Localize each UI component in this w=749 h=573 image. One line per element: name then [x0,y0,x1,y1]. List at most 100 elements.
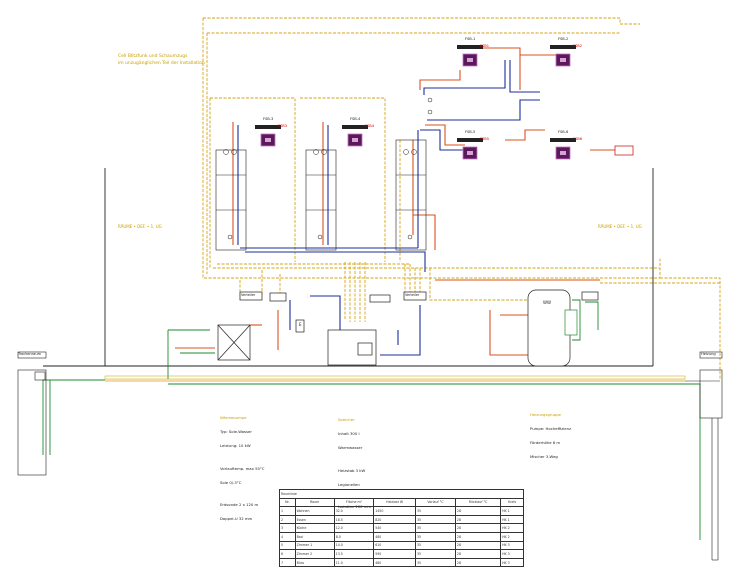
table-cell: 28 [454,557,502,568]
consumer-layer [255,45,576,160]
consumer-indicator [467,151,473,155]
consumer-id: FSB-5 [465,130,476,134]
consumer-id: FSB-4 [350,117,361,121]
table-cell: HK 3 [500,557,524,568]
legend-line: Inhalt 300 l [338,430,360,436]
table-header: Kreis [500,497,524,508]
table-cell: 28 [454,506,502,516]
distributor-box-left [239,291,263,301]
table-cell: 820 [373,514,416,525]
table-cell: 590 [373,549,416,559]
consumer-tag: FSB3 [278,124,288,128]
table-cell: 480 [373,557,416,568]
consumer-unit [457,138,483,160]
table-header-row: Nr. Raum Fläche m² Heizlast W Vorlauf °C… [279,497,524,508]
table-cell: 2 [279,514,296,525]
legend-title: Speicher [338,417,355,423]
room-table: Raumliste Nr. Raum Fläche m² Heizlast W … [279,489,524,568]
table-cell: 35 [414,549,456,559]
legend-line: Sole 0/-3°C [220,479,242,485]
return-pipes [237,60,540,356]
table-cell: 28 [454,523,502,533]
table-cell: HK 1 [500,506,524,516]
table-cell: Essen [294,514,335,525]
legend-line: Typ: Sole-Wasser [220,428,252,434]
table-cell: Bad [294,531,335,542]
table-cell: 12.0 [333,523,375,533]
table-cell: Küche [294,523,335,533]
table-cell: 35 [414,506,456,516]
supply-pipes [175,47,615,356]
building-outline [43,168,720,382]
table-cell: Zimmer 2 [294,549,335,559]
table-cell: 3 [279,523,296,533]
section-right: Heizung [701,352,716,356]
distributor-left-label: Verteiler [241,293,256,297]
consumer-id: FSB-6 [558,130,569,134]
table-cell: Zimmer 1 [294,540,335,551]
table-cell: 1 [279,506,296,516]
legend-line: Vorlauftemp. max 55°C [220,465,265,471]
legend-line: Doppel-U 32 mm [220,516,253,522]
table-cell: 540 [373,523,416,533]
consumer-indicator [560,58,566,62]
section-left: Trockenraum [18,352,42,356]
table-cell: 7 [279,557,296,568]
legend-title: Heizungsgruppe [530,412,561,418]
table-cell: 35 [414,540,456,551]
consumer-unit [457,45,483,67]
table-cell: 480 [373,531,416,542]
table-cell: 35 [414,523,456,533]
table-caption: Raumliste [279,489,524,499]
equipment [217,145,634,367]
consumer-unit [342,125,368,147]
radiator-bar [457,138,483,142]
table-cell: 6 [279,549,296,559]
consumer-indicator [352,138,358,142]
legend-line: Mischer 3-Weg [530,453,558,459]
table-cell: Büro [294,557,335,568]
legend-heat-pump: Wärmepumpe Typ: Sole-Wasser Leistung: 10… [220,407,264,526]
consumer-indicator [467,58,473,62]
table-cell: 13.5 [333,549,375,559]
legend-line: Pumpe: Hocheffizienz [530,425,572,431]
table-cell: HK 3 [500,549,524,559]
zone-label-right: RÄUME • DEF. • 1. UG [598,224,642,229]
table-cell: 5 [279,540,296,551]
table-cell: HK 2 [500,523,524,533]
table-cell: 28 [454,540,502,551]
consumer-unit [550,138,576,160]
table-cell: 18.5 [333,514,375,525]
radiator-bar [457,45,483,49]
table-cell: 1450 [373,506,416,516]
legend-line: Warmwasser [338,444,363,450]
table-header: Rücklauf °C [454,497,502,508]
consumer-indicator [560,151,566,155]
table-cell: 28 [454,531,502,542]
radiator-bar [342,125,368,129]
consumer-tag: FSB4 [365,124,375,128]
radiator-bar [550,138,576,142]
control-lines [202,17,721,380]
table-header: Heizlast W [373,497,416,508]
table-cell: 11.0 [333,557,375,568]
consumer-id: FSB-2 [558,37,569,41]
legend-line: Legionellen [338,481,360,487]
table-cell: 610 [373,540,416,551]
table-cell: HK 3 [500,540,524,551]
table-cell: 4 [279,531,296,542]
ground-probes [17,351,723,561]
table-cell: 8.0 [333,531,375,542]
distributor-box-right [403,291,427,301]
table-cell: HK 2 [500,531,524,542]
table-header: Nr. [279,497,296,508]
valves [223,97,433,240]
legend-line: Leistung: 10 kW [220,442,251,448]
legend-line: Heizstab 3 kW [338,467,366,473]
